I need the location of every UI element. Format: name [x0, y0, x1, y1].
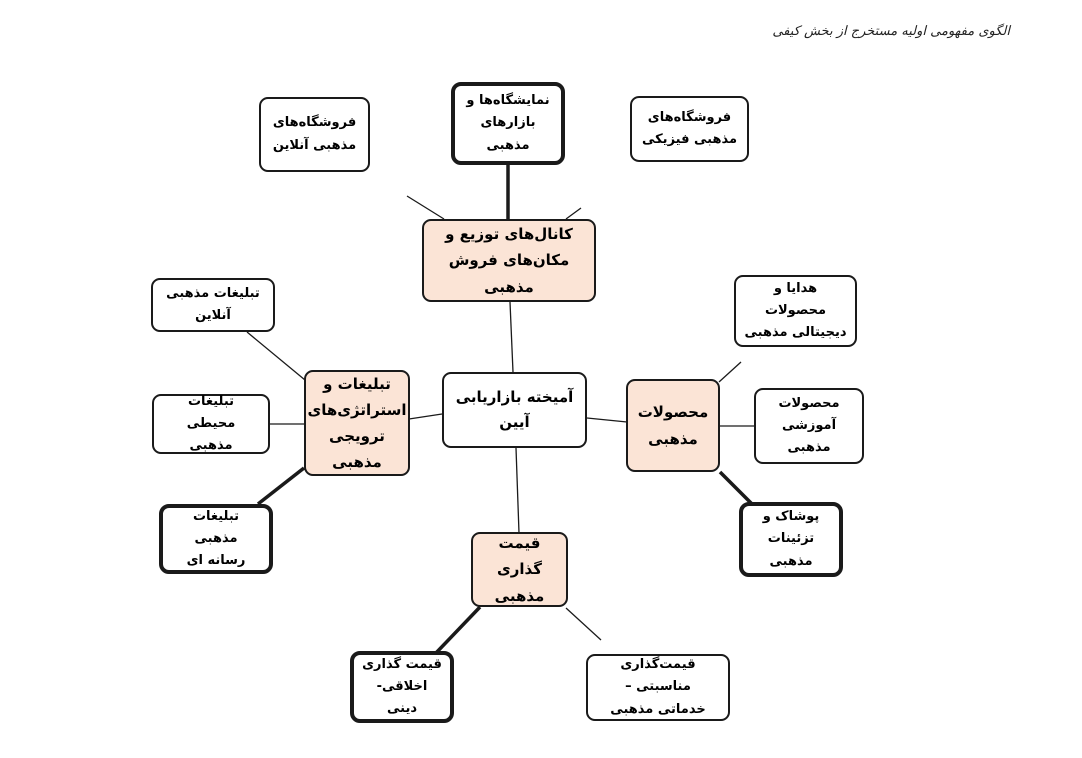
category-products: محصولات مذهبی	[626, 379, 720, 472]
category-distribution: کانال‌های توزیع و مکان‌های فروش مذهبی	[422, 219, 596, 302]
connector-center-promotion	[408, 413, 443, 420]
leaf-occasion-pricing: قیمت‌گذاری مناسبتی – خدماتی مذهبی	[586, 654, 730, 721]
connector-distribution-physical-stores	[565, 207, 582, 220]
leaf-online-stores: فروشگاه‌های مذهبی آنلاین	[259, 97, 370, 172]
leaf-ambient-ads: تبلیغات محیطی مذهبی	[152, 394, 270, 454]
connector-center-products	[586, 417, 628, 423]
center-node: آمیخته بازاریابی آیین	[442, 372, 587, 448]
connector-center-pricing	[515, 447, 520, 534]
connector-center-distribution	[509, 301, 514, 373]
leaf-ethical-pricing: قیمت گذاری اخلاقی- دینی	[350, 651, 454, 723]
connector-distribution-online-stores	[406, 195, 445, 220]
leaf-online-ads: تبلیغات مذهبی آنلاین	[151, 278, 275, 332]
connector-pricing-ethical	[433, 605, 482, 656]
leaf-gifts-digital: هدایا و محصولات دیجیتالی مذهبی	[734, 275, 857, 347]
leaf-physical-stores: فروشگاه‌های مذهبی فیزیکی	[630, 96, 749, 162]
connector-promotion-media-ads	[256, 466, 306, 506]
leaf-media-ads: تبلیغات مذهبی رسانه ای	[159, 504, 273, 574]
category-pricing: قیمت گذاری مذهبی	[471, 532, 568, 607]
leaf-clothing: پوشاک و تزئینات مذهبی	[739, 502, 843, 577]
connector-products-clothing	[718, 470, 755, 507]
connector-pricing-occasion	[565, 607, 602, 641]
connector-products-gifts	[718, 361, 742, 383]
leaf-educational: محصولات آموزشی مذهبی	[754, 388, 864, 464]
category-promotion: تبلیغات و استراتژی‌های ترویجی مذهبی	[304, 370, 410, 476]
diagram-caption: الگوی مفهومی اولیه مستخرج از بخش کیفی	[772, 24, 1010, 39]
leaf-exhibitions: نمایشگاه‌ها و بازارهای مذهبی	[451, 82, 565, 165]
connector-promotion-online-ads	[246, 331, 306, 381]
